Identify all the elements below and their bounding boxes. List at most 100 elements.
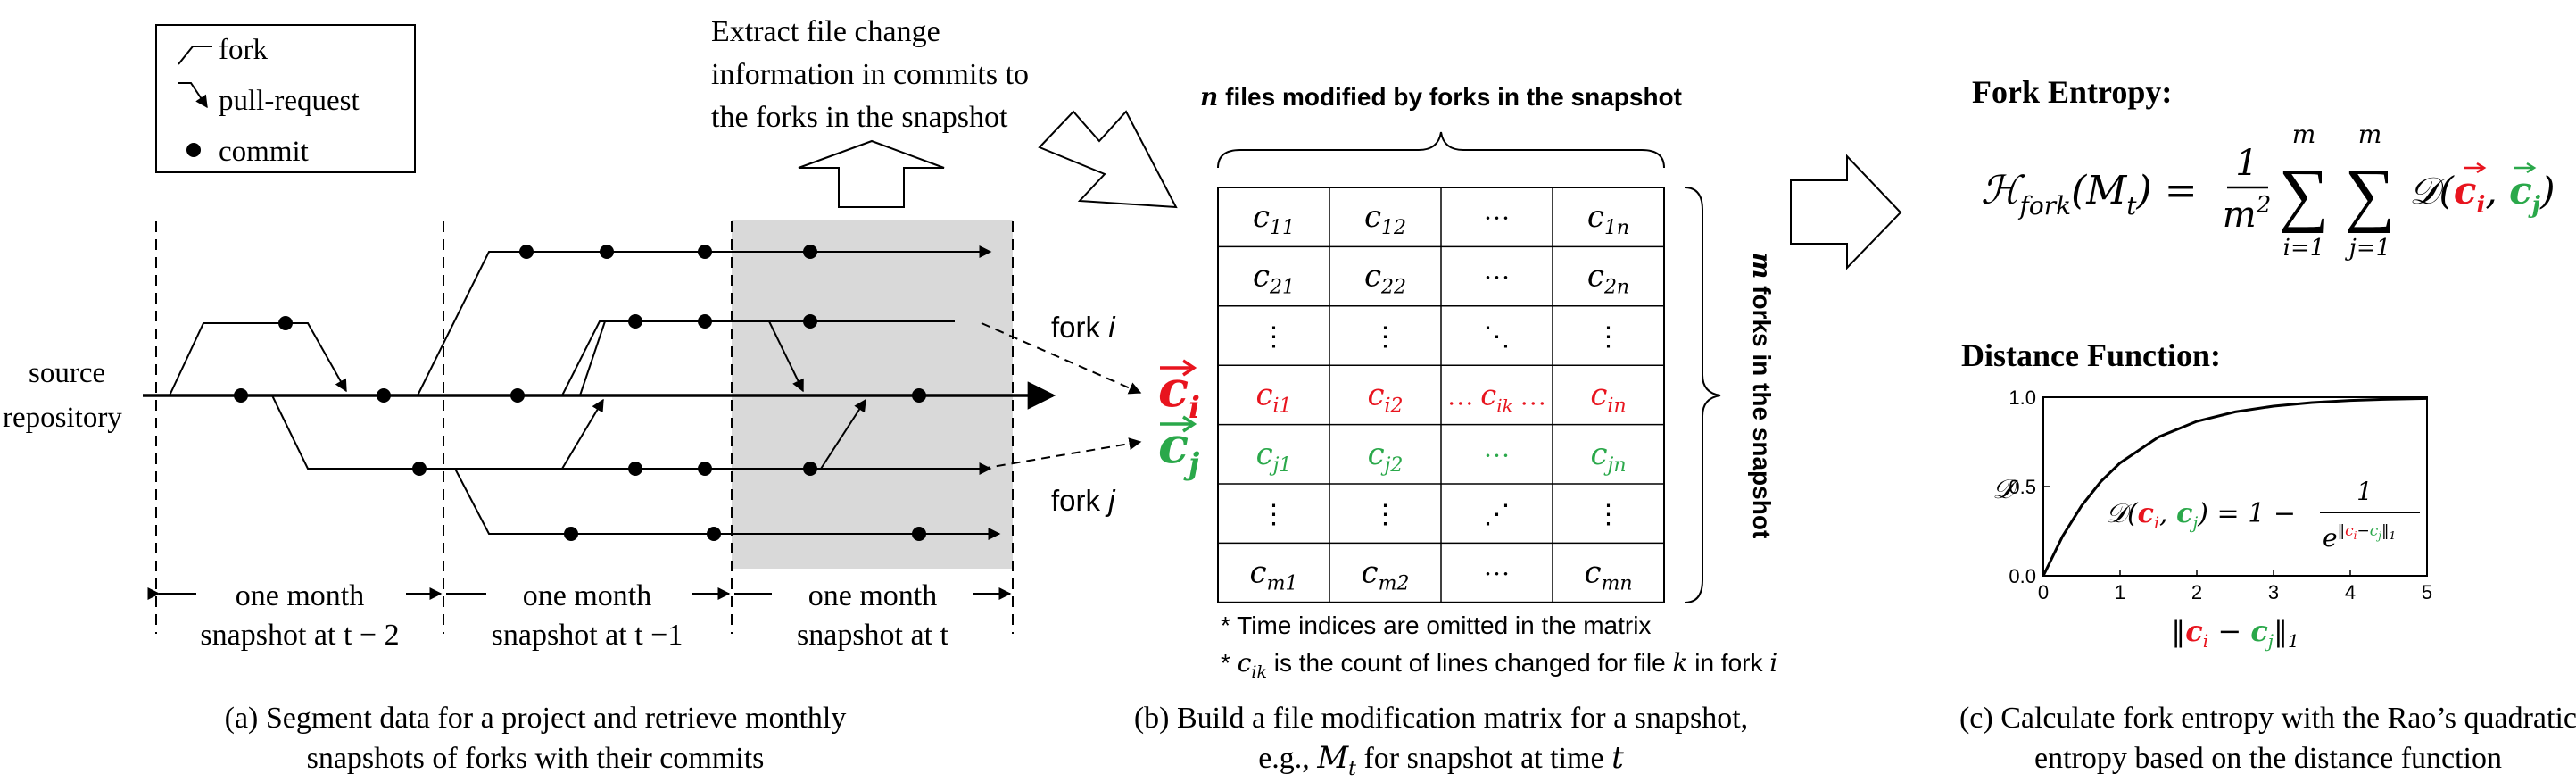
source-label-line1: source [29, 357, 105, 389]
x-tick-label: 0 [2038, 581, 2049, 603]
svg-text:1: 1 [2357, 477, 2373, 506]
panel-b: n files modified by forks in the snapsho… [1200, 82, 1902, 682]
matrix-cell: ⋱ [1484, 322, 1511, 352]
sum-lower-j: j=1 [2345, 235, 2390, 262]
extract-line-1: Extract file change [711, 15, 940, 48]
svg-text:ℋfork(Mt) =: ℋfork(Mt) = [1981, 168, 2198, 220]
source-label-line2: repository [3, 402, 122, 434]
span-label-2: one month [523, 579, 651, 612]
sum-symbol-i: ∑ [2278, 155, 2329, 234]
curve-formula: 𝒟(ci, cj) = 1 − 1 e‖ci−cj‖1 [2106, 477, 2420, 553]
matrix-side-label: m forks in the snapshot [1747, 253, 1777, 539]
matrix-cell: cmn [1584, 555, 1632, 595]
matrix-cell: ⋮ [1595, 322, 1622, 352]
matrix-cell: c22 [1364, 259, 1406, 299]
panel-b-to-c-block-arrow [1790, 154, 1902, 270]
matrix-cell: ⋮ [1372, 322, 1399, 352]
span-label-1: one month [236, 579, 364, 612]
commits [234, 245, 926, 541]
matrix-cell: ⋮ [1372, 500, 1399, 529]
sum-upper-j: m [2358, 120, 2382, 149]
matrix-cell: cjn [1590, 437, 1626, 477]
file-modification-matrix: c11 c12 ··· c1n c21 c22 ··· c2n ⋮ ⋮ ⋱ ⋮ ci1 ci2 … cik … [1217, 187, 1665, 603]
matrix-cell: ci1 [1255, 377, 1291, 417]
sum-lower-i: i=1 [2283, 235, 2325, 262]
caption-a-line-1: (a) Segment data for a project and retri… [225, 702, 847, 735]
span-label-3: one month [808, 579, 937, 612]
x-tick-label: 2 [2191, 581, 2202, 603]
matrix-cell: ··· [1484, 263, 1511, 293]
snapshot-label-t1: snapshot at t −1 [492, 619, 683, 652]
matrix-cell: ⋰ [1484, 500, 1511, 529]
fork-i-label: fork i [1051, 311, 1116, 344]
legend-fork-label: fork [219, 34, 268, 66]
fraction-numerator: 1 [2235, 143, 2257, 184]
x-tick-label: 3 [2268, 581, 2279, 603]
matrix-cell: cj1 [1256, 437, 1292, 477]
caption-c-line-2: entropy based on the distance function [2034, 742, 2502, 775]
captions: (a) Segment data for a project and retri… [225, 702, 2576, 780]
pull-request-legend-icon [178, 82, 208, 109]
matrix-cell: cj2 [1368, 437, 1404, 477]
extract-line-2: information in commits to [711, 58, 1029, 91]
svg-text:m2: m2 [2223, 192, 2271, 236]
svg-text:c: c [1158, 360, 1189, 419]
x-tick-label: 1 [2115, 581, 2125, 603]
distance-function-title: Distance Function: [1961, 337, 2221, 373]
panel-a: fork pull-request commit source reposito… [3, 15, 1200, 652]
extract-line-3: the forks in the snapshot [711, 101, 1008, 134]
matrix-cell: c2n [1587, 259, 1629, 299]
matrix-cell: ci2 [1367, 377, 1403, 417]
matrix-cell: ⋮ [1261, 322, 1288, 352]
y-tick-label: 1.0 [2009, 387, 2036, 409]
snapshot-label-t: snapshot at t [797, 619, 949, 652]
fork-entropy-title: Fork Entropy: [1972, 74, 2172, 110]
snapshot-label-t2: snapshot at t − 2 [200, 619, 399, 652]
matrix-note-1: * Time indices are omitted in the matrix [1221, 611, 1651, 639]
fork-entropy-formula: ℋfork(Mt) = 1 m2 m ∑ i=1 m ∑ j=1 𝒟(ci, c… [1981, 120, 2555, 262]
matrix-note-2: * cik is the count of lines changed for … [1221, 648, 1777, 682]
sum-symbol-j: ∑ [2344, 155, 2395, 234]
matrix-cell: c21 [1253, 259, 1295, 299]
matrix-cell: ··· [1484, 441, 1511, 470]
matrix-cell: c12 [1364, 199, 1406, 239]
svg-text:c: c [1158, 416, 1189, 475]
top-brace [1217, 131, 1665, 169]
commit-legend-icon [186, 143, 201, 157]
caption-b-line-2: e.g., Mt for snapshot at time t [1258, 740, 1624, 780]
legend-pull-request-label: pull-request [219, 85, 360, 117]
vector-ci: c i [1158, 359, 1200, 426]
distance-curve [2042, 396, 2428, 577]
svg-text:𝒟(ci, cj) = 1 −: 𝒟(ci, cj) = 1 − [2106, 498, 2296, 533]
matrix-cell: ⋮ [1595, 500, 1622, 529]
matrix-top-label: n files modified by forks in the snapsho… [1200, 82, 1682, 112]
matrix-cell: … cik … [1447, 378, 1546, 416]
segment-separators [155, 221, 1014, 634]
panel-c: Fork Entropy: ℋfork(Mt) = 1 m2 m ∑ i=1 m… [1961, 74, 2555, 652]
matrix-cell: ⋮ [1261, 500, 1288, 529]
matrix-cell: c11 [1253, 199, 1295, 239]
fork-i-to-vector-arrow [981, 322, 1142, 395]
matrix-cell: cm1 [1250, 555, 1298, 595]
up-block-arrow [798, 139, 945, 208]
caption-a-line-2: snapshots of forks with their commits [307, 742, 765, 775]
caption-c-line-1: (c) Calculate fork entropy with the Rao’… [1959, 702, 2576, 735]
legend-commit-label: commit [219, 136, 309, 168]
matrix-cell: c1n [1587, 199, 1629, 239]
x-tick-label: 4 [2345, 581, 2356, 603]
matrix-cell: cm2 [1362, 555, 1410, 595]
y-tick-label: 0.5 [2009, 476, 2036, 498]
svg-text:𝒟(ci, cj): 𝒟(ci, cj) [2409, 169, 2555, 219]
y-tick-label: 0.0 [2009, 565, 2036, 587]
matrix-cell: cin [1590, 377, 1626, 417]
x-tick-label: 5 [2422, 581, 2432, 603]
matrix-cell: ··· [1484, 204, 1511, 233]
matrix-cell: ··· [1484, 560, 1511, 589]
fork-branches [169, 245, 1001, 540]
fork-j-label: fork j [1051, 484, 1116, 517]
vector-cj: c j [1158, 415, 1200, 482]
svg-text:i: i [1189, 390, 1200, 426]
svg-text:e‖ci−cj‖1: e‖ci−cj‖1 [2323, 522, 2396, 553]
diagonal-block-arrow [1038, 110, 1178, 209]
right-brace [1684, 187, 1721, 603]
